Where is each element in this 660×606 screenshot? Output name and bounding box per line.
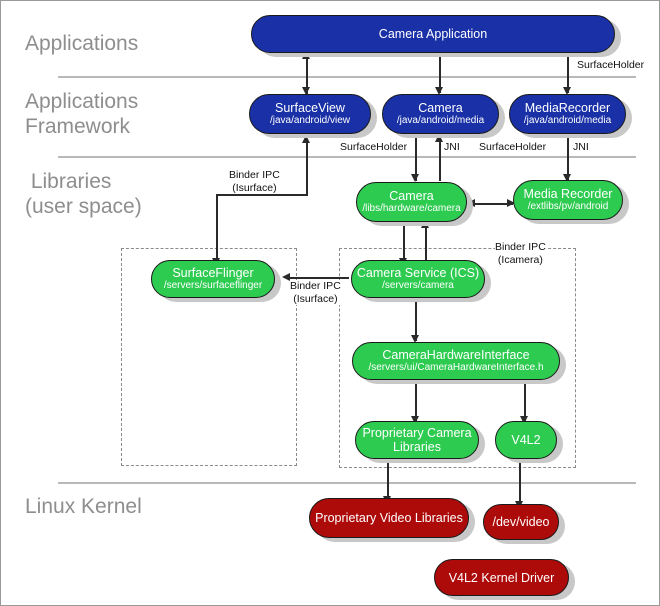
arrowhead-mediarecorder-lib-right (507, 199, 515, 207)
arrowhead-mediarecorder-to-lib (563, 174, 571, 182)
edge-camera-lib-to-framework (439, 137, 441, 181)
node-v4l2-title: V4L2 (511, 433, 541, 447)
layer-label-applications-framework: Applications Framework (25, 90, 139, 138)
node-mediarecorder-title: MediaRecorder (524, 101, 611, 115)
node-v4l2[interactable]: V4L2 (495, 421, 557, 459)
arrowhead-app-mediarecorder (563, 87, 571, 95)
node-camera-application-title: Camera Application (378, 27, 488, 41)
edge-surfaceview-riser (306, 139, 308, 195)
edge-chi-to-v4l2 (524, 382, 526, 422)
edge-label-surfaceholder-camera-framework: SurfaceHolder (340, 141, 408, 154)
node-mediarecorder[interactable]: MediaRecorder /java/android/media (509, 94, 626, 134)
node-surfaceflinger-title: SurfaceFlinger (172, 266, 254, 280)
arrowhead-surfaceview-riser (302, 135, 310, 143)
arrowhead-service-to-chi (411, 335, 419, 343)
edge-v4l2-to-dev-video (519, 461, 521, 509)
edge-app-surfaceview (306, 55, 308, 94)
arrowhead-app-surfaceview-down (302, 87, 310, 95)
edge-label-binder-ipc-isurface-camera-service: Binder IPC (Isurface) (290, 280, 341, 305)
edge-label-surfaceholder-mediarecorder: SurfaceHolder (479, 141, 547, 154)
node-camera-framework[interactable]: Camera /java/android/media (382, 94, 499, 134)
dashed-group-surfaceflinger (121, 248, 297, 466)
node-surfaceflinger-subtitle: /servers/surfaceflinger (163, 280, 263, 291)
edge-label-binder-ipc-icamera: Binder IPC (Icamera) (495, 241, 546, 266)
edge-camera-lib-to-service (403, 223, 405, 263)
edge-service-to-chi (415, 296, 417, 341)
node-proprietary-camera-libraries-title: Proprietary Camera Libraries (362, 426, 472, 454)
edge-label-surfaceholder-app-mediarecorder: SurfaceHolder (577, 59, 645, 72)
node-dev-video[interactable]: /dev/video (483, 504, 559, 540)
layer-label-libraries: Libraries (user space) (25, 170, 142, 218)
node-camera-lib[interactable]: Camera /libs/hardware/camera (356, 182, 467, 222)
edge-label-binder-ipc-isurface-surfaceview: Binder IPC (Isurface) (229, 169, 280, 194)
node-proprietary-video-libraries-title: Proprietary Video Libraries (315, 511, 463, 525)
node-camera-hardware-interface-subtitle: /servers/ui/CameraHardwareInterface.h (368, 362, 544, 373)
node-camera-service-subtitle: /servers/camera (382, 280, 454, 291)
arrowhead-chi-to-v4l2 (520, 416, 528, 424)
edge-camera-service-to-surfaceflinger (287, 277, 349, 279)
node-camera-lib-title: Camera (389, 189, 434, 203)
node-v4l2-kernel-driver-title: V4L2 Kernel Driver (448, 570, 555, 585)
node-proprietary-video-libraries[interactable]: Proprietary Video Libraries (309, 498, 469, 538)
edge-camera-service-to-lib (425, 223, 427, 263)
layer-label-applications: Applications (25, 32, 139, 55)
edge-camera-lib-mediarecorder-lib (473, 203, 513, 205)
separator-kernel (58, 482, 636, 484)
node-camera-framework-title: Camera (418, 101, 463, 115)
edge-label-jni-mediarecorder: JNI (573, 141, 589, 154)
node-camera-application[interactable]: Camera Application (251, 15, 615, 53)
node-surfaceview-subtitle: /java/android/view (269, 115, 351, 126)
edge-app-mediarecorder (567, 53, 569, 93)
edge-camera-framework-to-lib (415, 137, 417, 181)
node-camera-service[interactable]: Camera Service (ICS) /servers/camera (351, 260, 485, 298)
arrowhead-camera-framework-to-lib (411, 174, 419, 182)
arrowhead-chi-to-proprietary-camera (411, 416, 419, 424)
edge-mediarecorder-to-lib (567, 137, 569, 181)
node-camera-hardware-interface[interactable]: CameraHardwareInterface /servers/ui/Came… (352, 342, 560, 380)
node-surfaceview-title: SurfaceView (275, 101, 345, 115)
separator-framework (58, 156, 636, 158)
arrowhead-app-camera-framework (435, 87, 443, 95)
edge-isurface-to-surfaceflinger (216, 194, 218, 262)
node-media-recorder-lib[interactable]: Media Recorder /extlibs/pv/android (513, 180, 623, 220)
node-mediarecorder-subtitle: /java/android/media (523, 115, 612, 126)
edge-label-jni-camera: JNI (444, 141, 460, 154)
node-surfaceview[interactable]: SurfaceView /java/android/view (249, 94, 371, 134)
dashed-group-camera-service (339, 248, 576, 468)
node-camera-service-title: Camera Service (ICS) (356, 266, 480, 280)
edge-proprietary-camera-to-video (387, 461, 389, 503)
separator-applications (58, 76, 636, 78)
node-dev-video-title: /dev/video (492, 515, 550, 529)
node-camera-hardware-interface-title: CameraHardwareInterface (382, 348, 530, 362)
edge-chi-to-proprietary-camera (415, 382, 417, 422)
edge-isurface-horizontal (216, 194, 308, 196)
layer-label-linux-kernel: Linux Kernel (25, 495, 142, 518)
arrowhead-camera-lib-to-framework (435, 134, 443, 142)
node-camera-lib-subtitle: /libs/hardware/camera (362, 203, 461, 214)
node-surfaceflinger[interactable]: SurfaceFlinger /servers/surfaceflinger (151, 260, 275, 298)
edge-app-camera-framework (439, 53, 441, 93)
arrowhead-camera-service-to-surfaceflinger (282, 273, 290, 281)
node-media-recorder-lib-subtitle: /extlibs/pv/android (527, 201, 609, 212)
node-camera-framework-subtitle: /java/android/media (396, 115, 485, 126)
node-v4l2-kernel-driver[interactable]: V4L2 Kernel Driver (434, 559, 569, 596)
node-media-recorder-lib-title: Media Recorder (523, 187, 613, 201)
node-proprietary-camera-libraries[interactable]: Proprietary Camera Libraries (355, 421, 479, 459)
